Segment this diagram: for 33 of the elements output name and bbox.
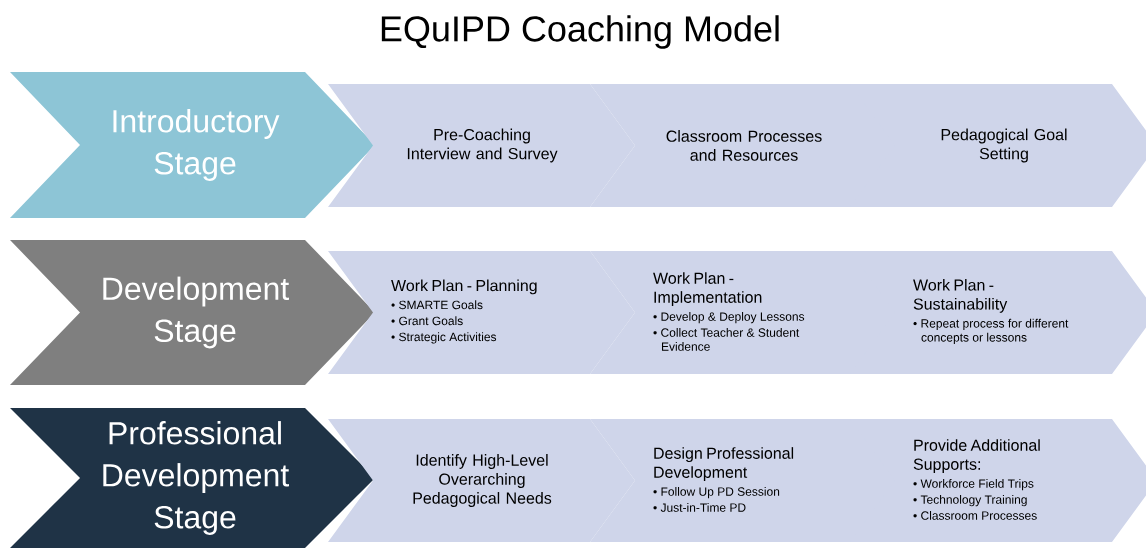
step-band: Provide Additional Supports: • Workforce Field Trips • Technology Training • Classroom Processes — [850, 419, 1146, 542]
node-label: Pre-Coaching Interview and Survey — [407, 128, 558, 163]
node-label: Pedagogical Goal Setting — [941, 128, 1067, 163]
step-band: Work Plan - Implementation • Develop & Deploy Lessons • Collect Teacher & Student Evidence — [590, 251, 897, 374]
node-label: Work Plan - Planning — [391, 279, 537, 295]
node-label: • Workforce Field Trips — [913, 479, 1034, 491]
step-band: Design Professional Development • Follow Up PD Session • Just-in-Time PD — [590, 419, 897, 542]
node-label: Identify High-Level Overarching Pedagogical Needs — [413, 454, 552, 507]
stage-band: Introductory Stage — [10, 72, 375, 218]
stage-band: Professional Development Stage — [10, 408, 375, 548]
node-label: • SMARTE Goals — [391, 300, 483, 310]
node-label: • Technology Training — [913, 495, 1027, 507]
node-label: Work Plan - Implementation — [653, 272, 762, 307]
node-label: • Classroom Processes — [913, 511, 1037, 520]
node-label: • Grant Goals — [391, 316, 463, 326]
step-band: Classroom Processes and Resources — [590, 84, 897, 207]
node-label: • Follow Up PD Session — [653, 487, 780, 499]
title: EQuIPD Coaching Model — [381, 15, 779, 49]
step-band: Work Plan - Planning • SMARTE Goals • Grant Goals • Strategic Activities — [328, 251, 635, 374]
node-label: • Just-in-Time PD — [653, 503, 746, 512]
step-band: Identify High-Level Overarching Pedagogical Needs — [328, 419, 635, 542]
node-label: Classroom Processes and Resources — [666, 130, 822, 161]
step-band: Pre-Coaching Interview and Survey — [328, 84, 635, 207]
step-band: Work Plan - Sustainability • Repeat process for different concepts or lessons — [850, 251, 1146, 374]
stage-band: Development Stage — [10, 240, 375, 385]
node-label: Work Plan - Sustainability — [913, 278, 1008, 313]
node-label: • Develop & Deploy Lessons — [653, 312, 805, 324]
step-band: Pedagogical Goal Setting — [850, 84, 1146, 207]
node-label: Design Professional Development — [654, 447, 794, 482]
node-label: • Strategic Activities — [391, 332, 497, 344]
node-label: Provide Additional Supports: — [913, 439, 1040, 474]
node-label: • Repeat process for different concepts or lessons — [913, 318, 1069, 345]
node-label: • Collect Teacher & Student Evidence — [653, 328, 800, 351]
